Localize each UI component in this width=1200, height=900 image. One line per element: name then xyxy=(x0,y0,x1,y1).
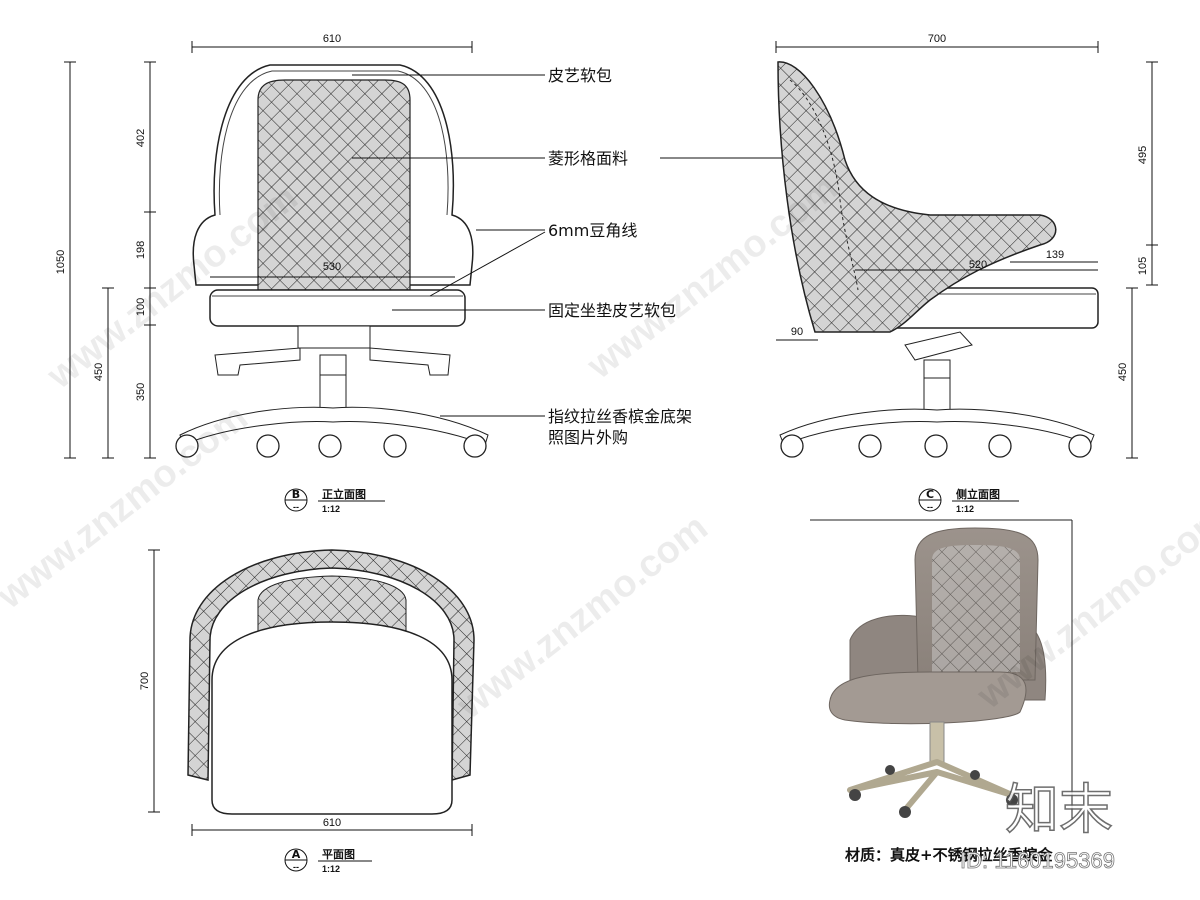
callout-diamond-fabric: 菱形格面料 xyxy=(548,149,628,168)
callout-leather-upholstery: 皮艺软包 xyxy=(548,66,612,85)
plan-width-dim: 610 xyxy=(323,817,341,829)
site-watermark-4: www.znzmo.com xyxy=(449,506,716,727)
side-depth-dim: 700 xyxy=(928,33,946,45)
plan-view-scale: 1:12 xyxy=(322,864,340,874)
front-seat-width-dim: 530 xyxy=(323,261,341,273)
svg-text:--: -- xyxy=(293,502,299,512)
front-base-height-dim: 350 xyxy=(135,383,147,401)
brand-watermark: 知末 xyxy=(1005,778,1113,841)
material-caption: 材质：真皮+不锈钢拉丝香槟金 xyxy=(845,846,1054,864)
svg-text:--: -- xyxy=(293,862,299,872)
plan-depth-dim: 700 xyxy=(139,672,151,690)
front-width-dim: 610 xyxy=(323,33,341,45)
side-seat-height-dim: 450 xyxy=(1117,363,1129,381)
callout-piping: 6mm豆角线 xyxy=(548,221,637,240)
front-view-title: 正立面图 xyxy=(322,487,366,501)
front-seat-height-dim: 450 xyxy=(93,363,105,381)
view-title-plan: A -- 平面图 1:12 xyxy=(284,848,372,874)
plan-view-title: 平面图 xyxy=(322,848,355,861)
side-arm-dim: 139 xyxy=(1046,249,1064,261)
front-callouts: 皮艺软包 菱形格面料 6mm豆角线 固定坐垫皮艺软包 指纹拉丝香槟金底架 照图片… xyxy=(352,66,800,447)
front-view-scale: 1:12 xyxy=(322,504,340,514)
side-view-scale: 1:12 xyxy=(956,504,974,514)
svg-text:C: C xyxy=(926,488,934,501)
side-view-title: 侧立面图 xyxy=(956,487,1000,501)
side-elevation: 700 495 105 450 520 139 90 xyxy=(775,33,1158,459)
side-seat-depth-dim: 520 xyxy=(969,259,987,271)
product-photo: 材质：真皮+不锈钢拉丝香槟金 xyxy=(810,519,1073,864)
callout-base: 指纹拉丝香槟金底架 xyxy=(548,407,692,426)
front-elevation: 610 1050 450 402 198 100 350 530 xyxy=(55,33,489,459)
front-back-height-dim: 402 xyxy=(135,129,147,147)
front-total-height-dim: 1050 xyxy=(55,250,67,274)
plan-view: 700 610 xyxy=(139,549,475,836)
callout-fixed-seat: 固定坐垫皮艺软包 xyxy=(548,301,676,320)
svg-text:--: -- xyxy=(927,502,933,512)
svg-text:B: B xyxy=(292,488,300,501)
view-title-front: B -- 正立面图 1:12 xyxy=(284,487,385,514)
front-arm-height-dim: 198 xyxy=(135,241,147,259)
view-title-side: C -- 侧立面图 1:12 xyxy=(918,487,1019,514)
side-back-height-dim: 495 xyxy=(1137,146,1149,164)
front-cushion-height-dim: 100 xyxy=(135,298,147,316)
side-offset-dim: 90 xyxy=(791,326,803,338)
site-watermark-3: www.znzmo.com xyxy=(0,396,256,617)
svg-text:A: A xyxy=(292,848,301,861)
side-arm-height-dim: 105 xyxy=(1137,257,1149,275)
id-watermark: ID: 1160195369 xyxy=(960,848,1115,873)
callout-purchase-note: 照图片外购 xyxy=(548,428,628,447)
